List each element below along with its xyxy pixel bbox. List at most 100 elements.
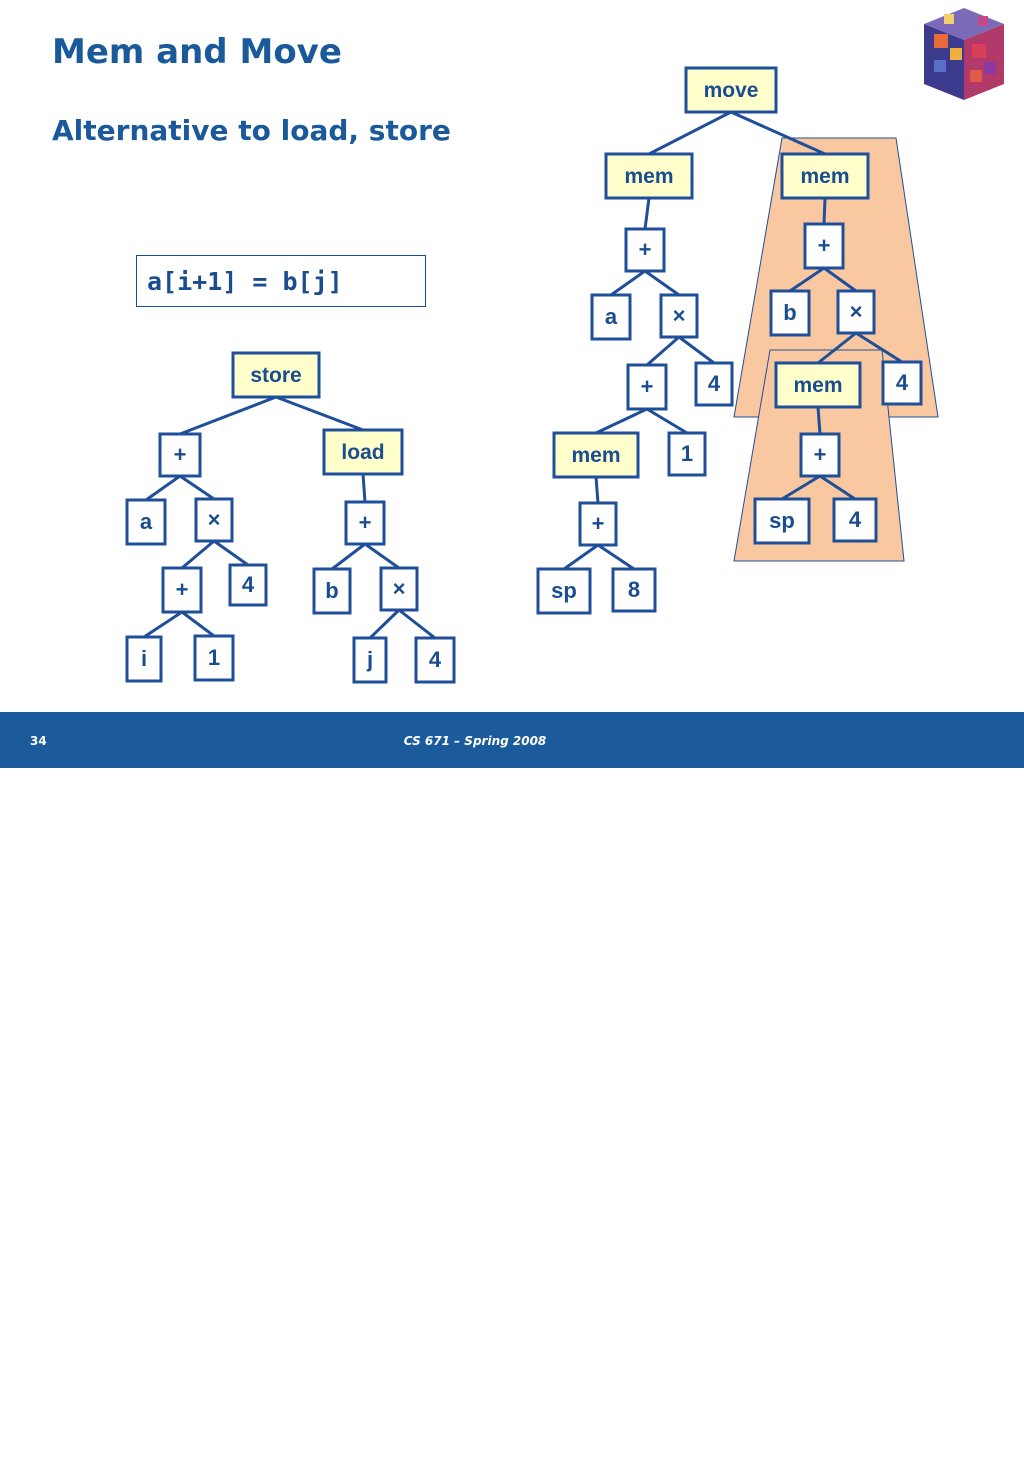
node-box (590, 293, 632, 341)
slide-title: Mem and Move (52, 32, 342, 72)
node-label: + (641, 374, 654, 399)
node-label: + (176, 577, 189, 602)
node-box (694, 361, 734, 407)
node-label: j (366, 647, 373, 672)
tree-edge-ml_plus3-ml_8 (597, 543, 635, 571)
node-label: 1 (208, 645, 220, 670)
tree-node-ml-mem: mem (552, 431, 640, 479)
tree-node-store-plus2: + (161, 566, 203, 614)
tree-node-ml-8: 8 (611, 567, 657, 613)
node-label: + (639, 237, 652, 262)
tree-edge-mem_r-mr_plus (822, 197, 827, 225)
tree-edge-mr_plus2-mr_sp (781, 474, 821, 501)
node-label: mem (793, 374, 842, 397)
node-box (194, 497, 234, 543)
tree-edge-store_root-store_plus (179, 395, 277, 436)
tree-node-mr-4: 4 (881, 360, 923, 406)
page-number: 34 (30, 734, 47, 748)
node-box (659, 293, 699, 339)
node-box (158, 432, 202, 478)
node-label: + (359, 510, 372, 535)
tree-edge-ml_mem-ml_plus3 (594, 476, 600, 504)
tree-edge-ml_plus2-ml_1 (646, 407, 688, 435)
tree-edge-ml_times-ml_4 (678, 335, 715, 365)
tree-node-store-root: store (231, 351, 321, 399)
node-box (344, 500, 386, 546)
tree-edge-store_plus-store_times (179, 474, 215, 501)
node-box (161, 566, 203, 614)
tree-node-mr-plus2: + (799, 432, 841, 478)
node-box (803, 222, 845, 270)
node-label: 4 (708, 371, 721, 396)
node-label: 4 (429, 647, 442, 672)
tree-node-mem-l: mem (604, 152, 694, 200)
node-box (322, 428, 404, 476)
node-label: × (208, 507, 221, 532)
tree-node-move-root: move (684, 66, 778, 114)
tree-node-ml-1: 1 (667, 431, 707, 477)
tree-edge-store_plus2-store_1 (181, 610, 215, 638)
node-label: mem (624, 165, 673, 188)
code-expression: a[i+1] = b[j] (147, 266, 343, 296)
slide-subtitle: Alternative to load, store (52, 114, 451, 147)
tree-edge-mr_plus-mr_times (823, 266, 857, 293)
tree-edge-store_root-store_load (275, 395, 364, 432)
node-label: × (850, 299, 863, 324)
node-box (414, 636, 456, 684)
node-label: move (704, 79, 759, 102)
tree-node-mr-plus: + (803, 222, 845, 270)
tree-edge-ml_times-ml_plus2 (646, 335, 680, 367)
node-label: + (814, 442, 827, 467)
tree-node-load-times: × (379, 566, 419, 612)
tree-node-ml-plus2: + (626, 363, 668, 411)
tree-edge-mr_plus-mr_b (789, 266, 825, 293)
node-label: 1 (681, 441, 693, 466)
node-label: sp (551, 578, 577, 603)
node-label: × (673, 303, 686, 328)
tree-node-ml-plus: + (624, 227, 666, 273)
node-box (578, 501, 618, 547)
tree-edge-load_plus-load_b (331, 542, 366, 571)
tree-node-store-plus: + (158, 432, 202, 478)
node-box (769, 289, 811, 337)
tree-node-store-4: 4 (228, 563, 268, 607)
node-label: a (140, 509, 153, 534)
tree-edge-mem_l-ml_plus (643, 197, 651, 230)
node-label: mem (800, 165, 849, 188)
node-box (552, 431, 640, 479)
tree-edge-load_plus-load_times (364, 542, 400, 570)
cube-logo (924, 8, 1004, 100)
node-box (832, 497, 878, 543)
node-box (228, 563, 268, 607)
node-box (231, 351, 321, 399)
node-label: i (141, 646, 147, 671)
node-box (774, 361, 862, 409)
node-box (125, 635, 163, 683)
node-box (312, 567, 352, 615)
tree-node-ml-sp: sp (536, 567, 592, 615)
tree-edge-ml_plus-ml_times (644, 269, 680, 297)
code-expression-box: a[i+1] = b[j] (136, 255, 426, 307)
tree-node-mr-b: b (769, 289, 811, 337)
node-box (611, 567, 657, 613)
node-label: mem (571, 444, 620, 467)
tree-node-store-1: 1 (193, 634, 235, 682)
tree-node-ml-plus3: + (578, 501, 618, 547)
node-label: sp (769, 508, 795, 533)
tree-edge-mr_times-mr_4 (855, 331, 903, 364)
tree-node-mr-mem: mem (774, 361, 862, 409)
tree-edge-mr_times-mr_mem (817, 331, 857, 365)
footer-bar: 34 CS 671 – Spring 2008 (0, 712, 1024, 1471)
node-box (799, 432, 841, 478)
node-box (379, 566, 419, 612)
tree-edge-load_times-load_j (368, 608, 401, 640)
tree-edge-move_root-mem_r (730, 110, 826, 156)
tree-node-ml-4: 4 (694, 361, 734, 407)
node-box (536, 567, 592, 615)
node-box (193, 634, 235, 682)
node-box (626, 363, 668, 411)
tree-edge-store_plus2-store_i (143, 610, 183, 639)
tree-edge-ml_plus2-ml_mem (595, 407, 648, 435)
node-label: × (393, 576, 406, 601)
node-box (684, 66, 778, 114)
